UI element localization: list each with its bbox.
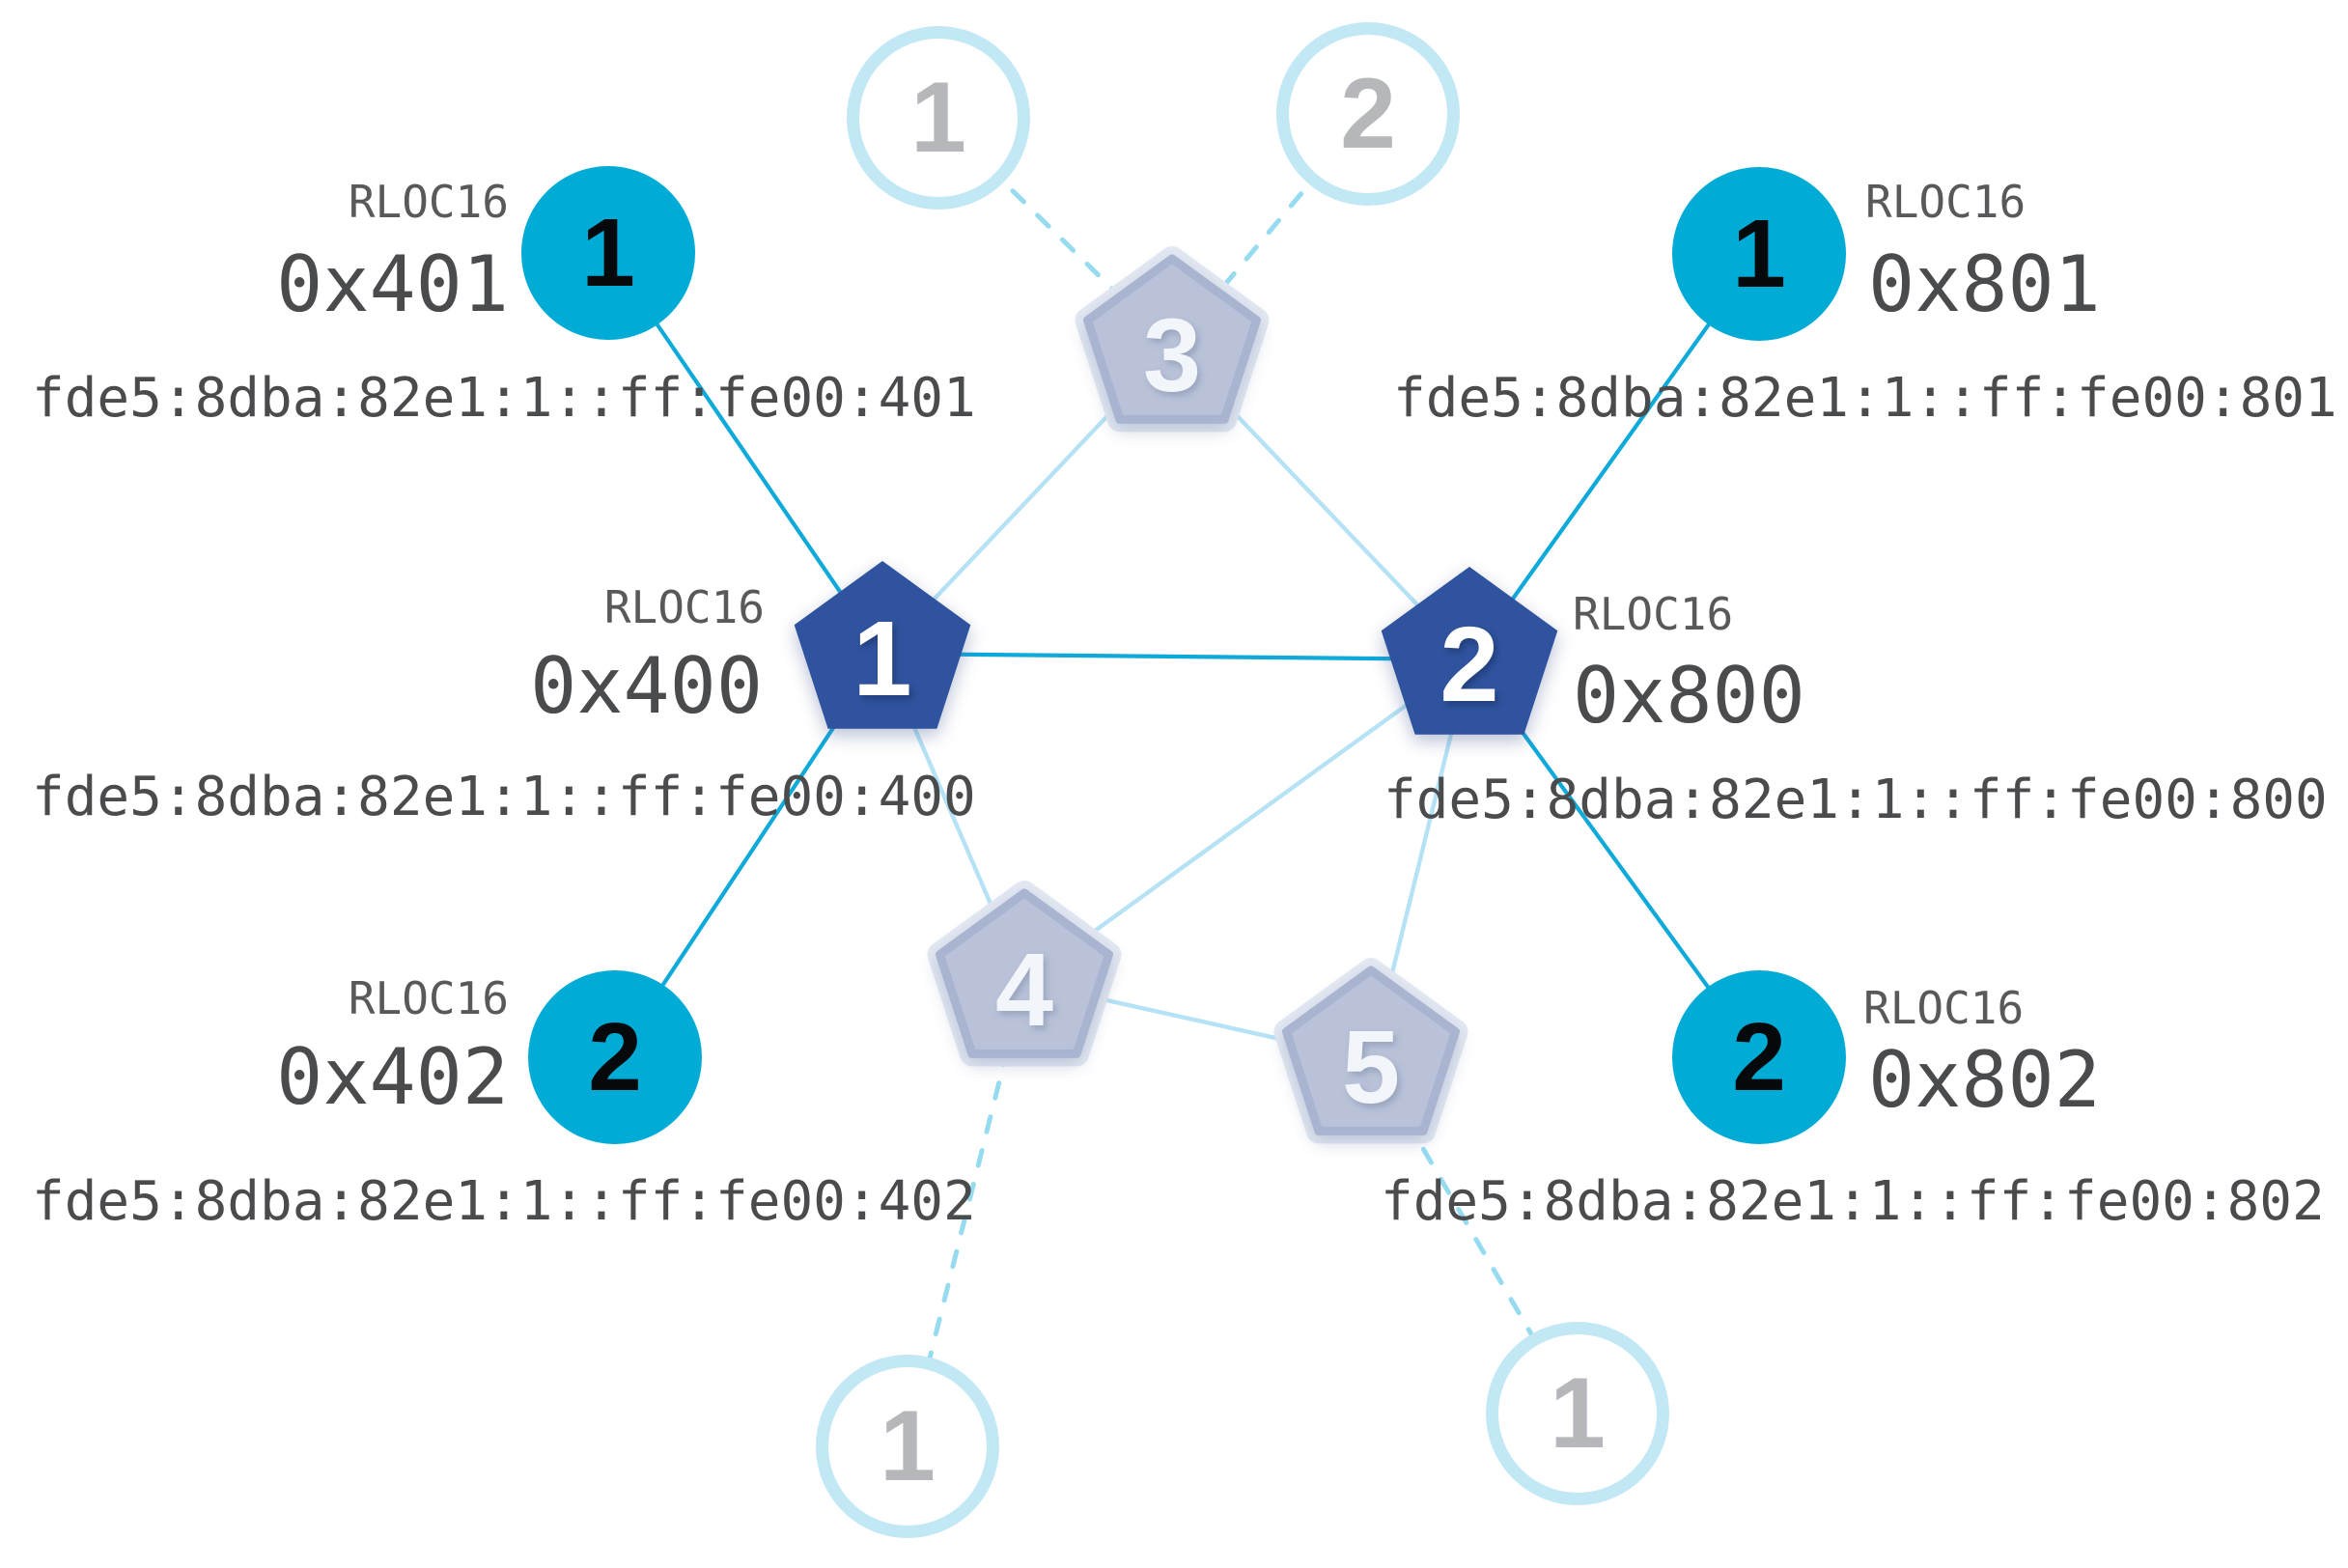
child-node-0x402: 2 xyxy=(528,970,702,1144)
ipv6-address-0x401: fde5:8dba:82e1:1::ff:fe00:401 xyxy=(32,367,976,430)
router-node-5-shape xyxy=(1273,958,1468,1144)
rloc16-value-0x802: 0x802 xyxy=(1868,1035,2101,1125)
child-0x401-number: 1 xyxy=(581,199,635,307)
child-node-0x401: 1 xyxy=(521,166,695,340)
ipv6-address-0x400: fde5:8dba:82e1:1::ff:fe00:400 xyxy=(32,766,976,828)
link-router2-router4 xyxy=(1022,658,1471,984)
faded-top2-number: 2 xyxy=(1340,58,1396,170)
link-router1-router2 xyxy=(881,651,1470,662)
router-node-2-shape xyxy=(1381,567,1558,735)
router-node-4-shape xyxy=(927,881,1122,1067)
rloc16-label-0x800: RLOC16 xyxy=(1573,588,1734,640)
router-node-3-shape xyxy=(1075,246,1270,433)
faded-bottom2-number: 1 xyxy=(1550,1358,1606,1470)
ipv6-address-0x800: fde5:8dba:82e1:1::ff:fe00:800 xyxy=(1384,769,2328,831)
faded-node-bottom-2: 1 xyxy=(1486,1322,1669,1505)
faded-node-top-2: 2 xyxy=(1276,22,1460,206)
rloc16-label-0x802: RLOC16 xyxy=(1863,982,2025,1034)
child-0x402-number: 2 xyxy=(588,1003,642,1111)
router3-number: 3 xyxy=(1142,296,1202,413)
router5-number: 5 xyxy=(1341,1008,1401,1125)
rloc16-label-0x402: RLOC16 xyxy=(348,972,509,1024)
rloc16-value-0x400: 0x400 xyxy=(530,641,763,731)
ipv6-address-0x801: fde5:8dba:82e1:1::ff:fe00:801 xyxy=(1393,367,2337,430)
ipv6-address-0x402: fde5:8dba:82e1:1::ff:fe00:402 xyxy=(32,1170,976,1233)
faded-node-top-1: 1 xyxy=(847,26,1030,210)
ipv6-address-0x802: fde5:8dba:82e1:1::ff:fe00:802 xyxy=(1381,1170,2325,1233)
child-0x801-number: 1 xyxy=(1732,200,1786,308)
rloc16-label-0x401: RLOC16 xyxy=(348,176,509,228)
faded-top1-number: 1 xyxy=(910,62,966,174)
child-node-0x801: 1 xyxy=(1672,167,1846,341)
router1-number: 1 xyxy=(853,600,912,718)
rloc16-value-0x801: 0x801 xyxy=(1868,239,2101,329)
router4-number: 4 xyxy=(994,931,1054,1048)
faded-node-bottom-1: 1 xyxy=(816,1355,999,1538)
child-node-0x802: 2 xyxy=(1672,970,1846,1144)
faded-bottom1-number: 1 xyxy=(880,1390,936,1502)
rloc16-label-0x400: RLOC16 xyxy=(603,581,765,633)
rloc16-value-0x800: 0x800 xyxy=(1573,651,1805,741)
rloc16-value-0x401: 0x401 xyxy=(276,239,509,329)
rloc16-label-0x801: RLOC16 xyxy=(1865,176,2027,228)
router-node-1-shape xyxy=(794,561,971,729)
router2-number: 2 xyxy=(1440,605,1499,724)
rloc16-value-0x402: 0x402 xyxy=(276,1032,509,1122)
child-0x802-number: 2 xyxy=(1732,1003,1786,1111)
